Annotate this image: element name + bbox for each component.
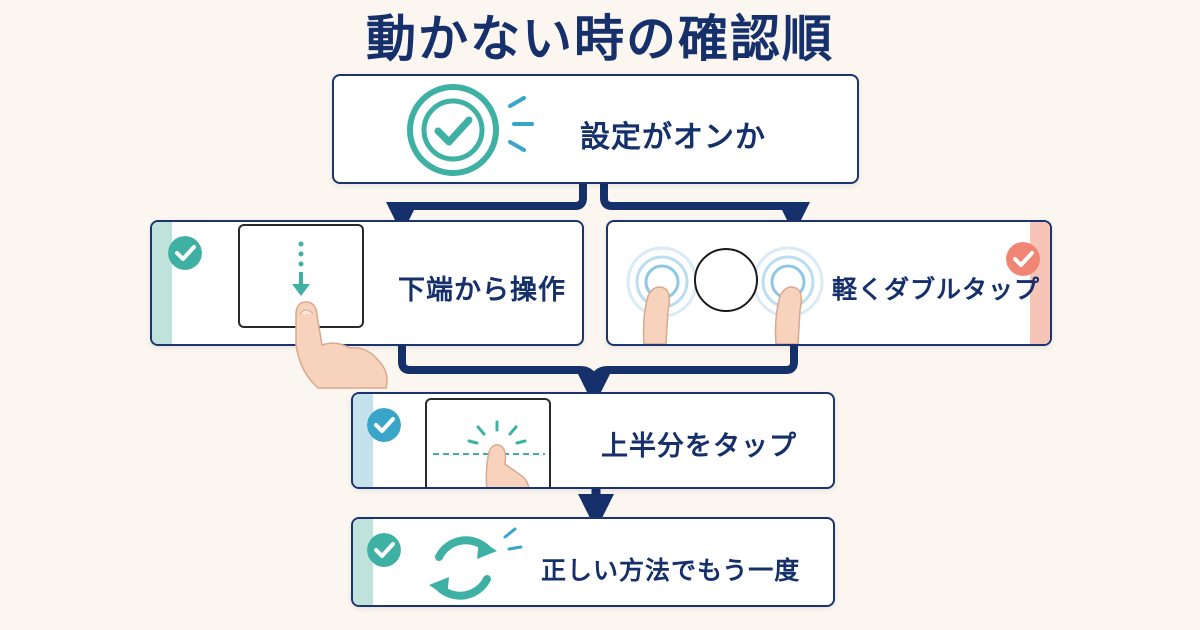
- tap-top-half-illustration: [433, 420, 545, 487]
- double-tap-illustration: [626, 246, 824, 344]
- arrow-merge-right: [590, 341, 798, 388]
- check-circle-icon: [407, 84, 534, 176]
- refresh-cycle-icon: [429, 527, 523, 600]
- check-badge-icon: [367, 408, 401, 442]
- step-tap-top-half-label: 上半分をタップ: [601, 431, 797, 462]
- status-stripe: [152, 222, 172, 344]
- step-tap-top-half: 上半分をタップ: [351, 392, 835, 489]
- step-swipe-bottom-label: 下端から操作: [398, 275, 566, 306]
- step-retry-label: 正しい方法でもう一度: [541, 556, 801, 585]
- status-stripe: [353, 519, 373, 605]
- step-retry: 正しい方法でもう一度: [351, 517, 835, 607]
- status-stripe: [353, 394, 373, 487]
- check-badge-icon: [367, 533, 401, 567]
- step-swipe-bottom: 下端から操作: [150, 220, 584, 346]
- check-badge-icon: [1006, 242, 1040, 276]
- swipe-down-arrow-icon: [292, 241, 310, 296]
- step-settings: 設定がオンか: [332, 74, 859, 184]
- step-double-tap: 軽くダブルタップ: [606, 220, 1052, 346]
- arrow-to-doubletap: [600, 179, 810, 234]
- arrow-to-swipe: [386, 179, 587, 234]
- step-double-tap-label: 軽くダブルタップ: [832, 275, 1041, 304]
- step-settings-label: 設定がオンか: [580, 120, 766, 155]
- page-title: 動かない時の確認順: [366, 10, 834, 68]
- arrow-merge-left: [398, 341, 610, 406]
- check-badge-icon: [168, 236, 202, 270]
